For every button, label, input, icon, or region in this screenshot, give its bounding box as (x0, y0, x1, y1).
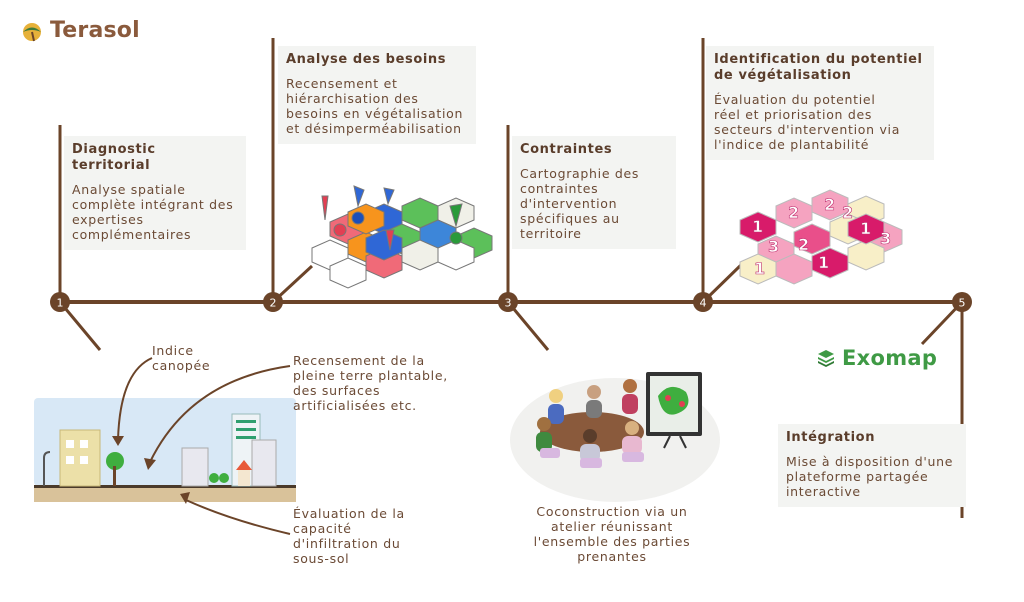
hex-number: 2 (798, 235, 809, 254)
step-4-number: 4 (700, 297, 707, 310)
hex-number: 1 (754, 259, 765, 278)
step-3-text: Cartographie des contraintes d'intervent… (520, 166, 640, 241)
step-3-box: Contraintes Cartographie des contraintes… (512, 136, 676, 249)
hex-number: 3 (880, 229, 891, 248)
step-2-text: Recensement et hiérarchisation des besoi… (286, 76, 464, 136)
step-3-node: 3 (498, 292, 518, 312)
step-3-title: Contraintes (520, 142, 613, 157)
step-2-node: 2 (263, 292, 283, 312)
step-5-title: Intégration (786, 430, 876, 445)
step-4-node: 4 (693, 292, 713, 312)
hex-number: 3 (768, 237, 779, 256)
infiltration-arrow (185, 499, 291, 535)
needs-hex-map-illustration (311, 185, 493, 289)
step-1-connector (58, 301, 102, 351)
step-2-number: 2 (270, 297, 277, 310)
step-3-number: 3 (505, 297, 512, 310)
plantability-numbers: 1 2 2 2 1 3 2 1 3 1 (752, 195, 892, 279)
city-illustration (34, 398, 296, 502)
step-1-box: Diagnostic territorial Analyse spatiale … (64, 136, 246, 250)
infiltration-annotation: Évaluation de la capacité d'infiltration… (293, 506, 405, 566)
plantability-hex-map-illustration (739, 189, 903, 285)
terasol-logo: Terasol (20, 18, 140, 43)
hex-number: 2 (842, 203, 853, 222)
step-2-box: Analyse des besoins Recensement et hiéra… (278, 46, 476, 144)
step-4-box: Identification du potentiel de végétalis… (706, 46, 934, 160)
exomap-logo: Exomap (816, 346, 937, 370)
canopee-annotation: Indice canopée (152, 343, 211, 373)
step-4-text: Évaluation du potentiel réel et priorisa… (714, 92, 901, 152)
step-1-text: Analyse spatiale complète intégrant des … (72, 182, 234, 242)
step-1-node: 1 (50, 292, 70, 312)
step-1-title: Diagnostic territorial (72, 142, 156, 173)
exomap-layers-icon (818, 350, 834, 367)
step-3-connector (506, 301, 550, 351)
hex-number: 2 (824, 195, 835, 214)
recensement-arrow (149, 365, 291, 463)
terasol-leaf-icon (23, 22, 41, 41)
hex-number: 1 (818, 253, 829, 272)
step-1-number: 1 (57, 297, 64, 310)
hex-number: 1 (752, 217, 763, 236)
terasol-brand-name: Terasol (50, 18, 140, 43)
step-5-number: 5 (959, 297, 966, 310)
workshop-illustration (510, 372, 720, 502)
step-2-title: Analyse des besoins (286, 52, 447, 67)
coconstruction-annotation: Coconstruction via un atelier réunissant… (533, 504, 691, 564)
hex-number: 2 (788, 203, 799, 222)
hex-number: 1 (860, 219, 871, 238)
recensement-annotation: Recensement de la pleine terre plantable… (293, 353, 448, 413)
step-5-box: Intégration Mise à disposition d'une pla… (778, 424, 966, 507)
step-5-node: 5 (952, 292, 972, 312)
canopee-arrow (117, 357, 153, 441)
step-5-text: Mise à disposition d'une plateforme part… (786, 454, 954, 499)
exomap-brand-name: Exomap (842, 346, 938, 370)
step-4-title: Identification du potentiel de végétalis… (714, 52, 923, 83)
